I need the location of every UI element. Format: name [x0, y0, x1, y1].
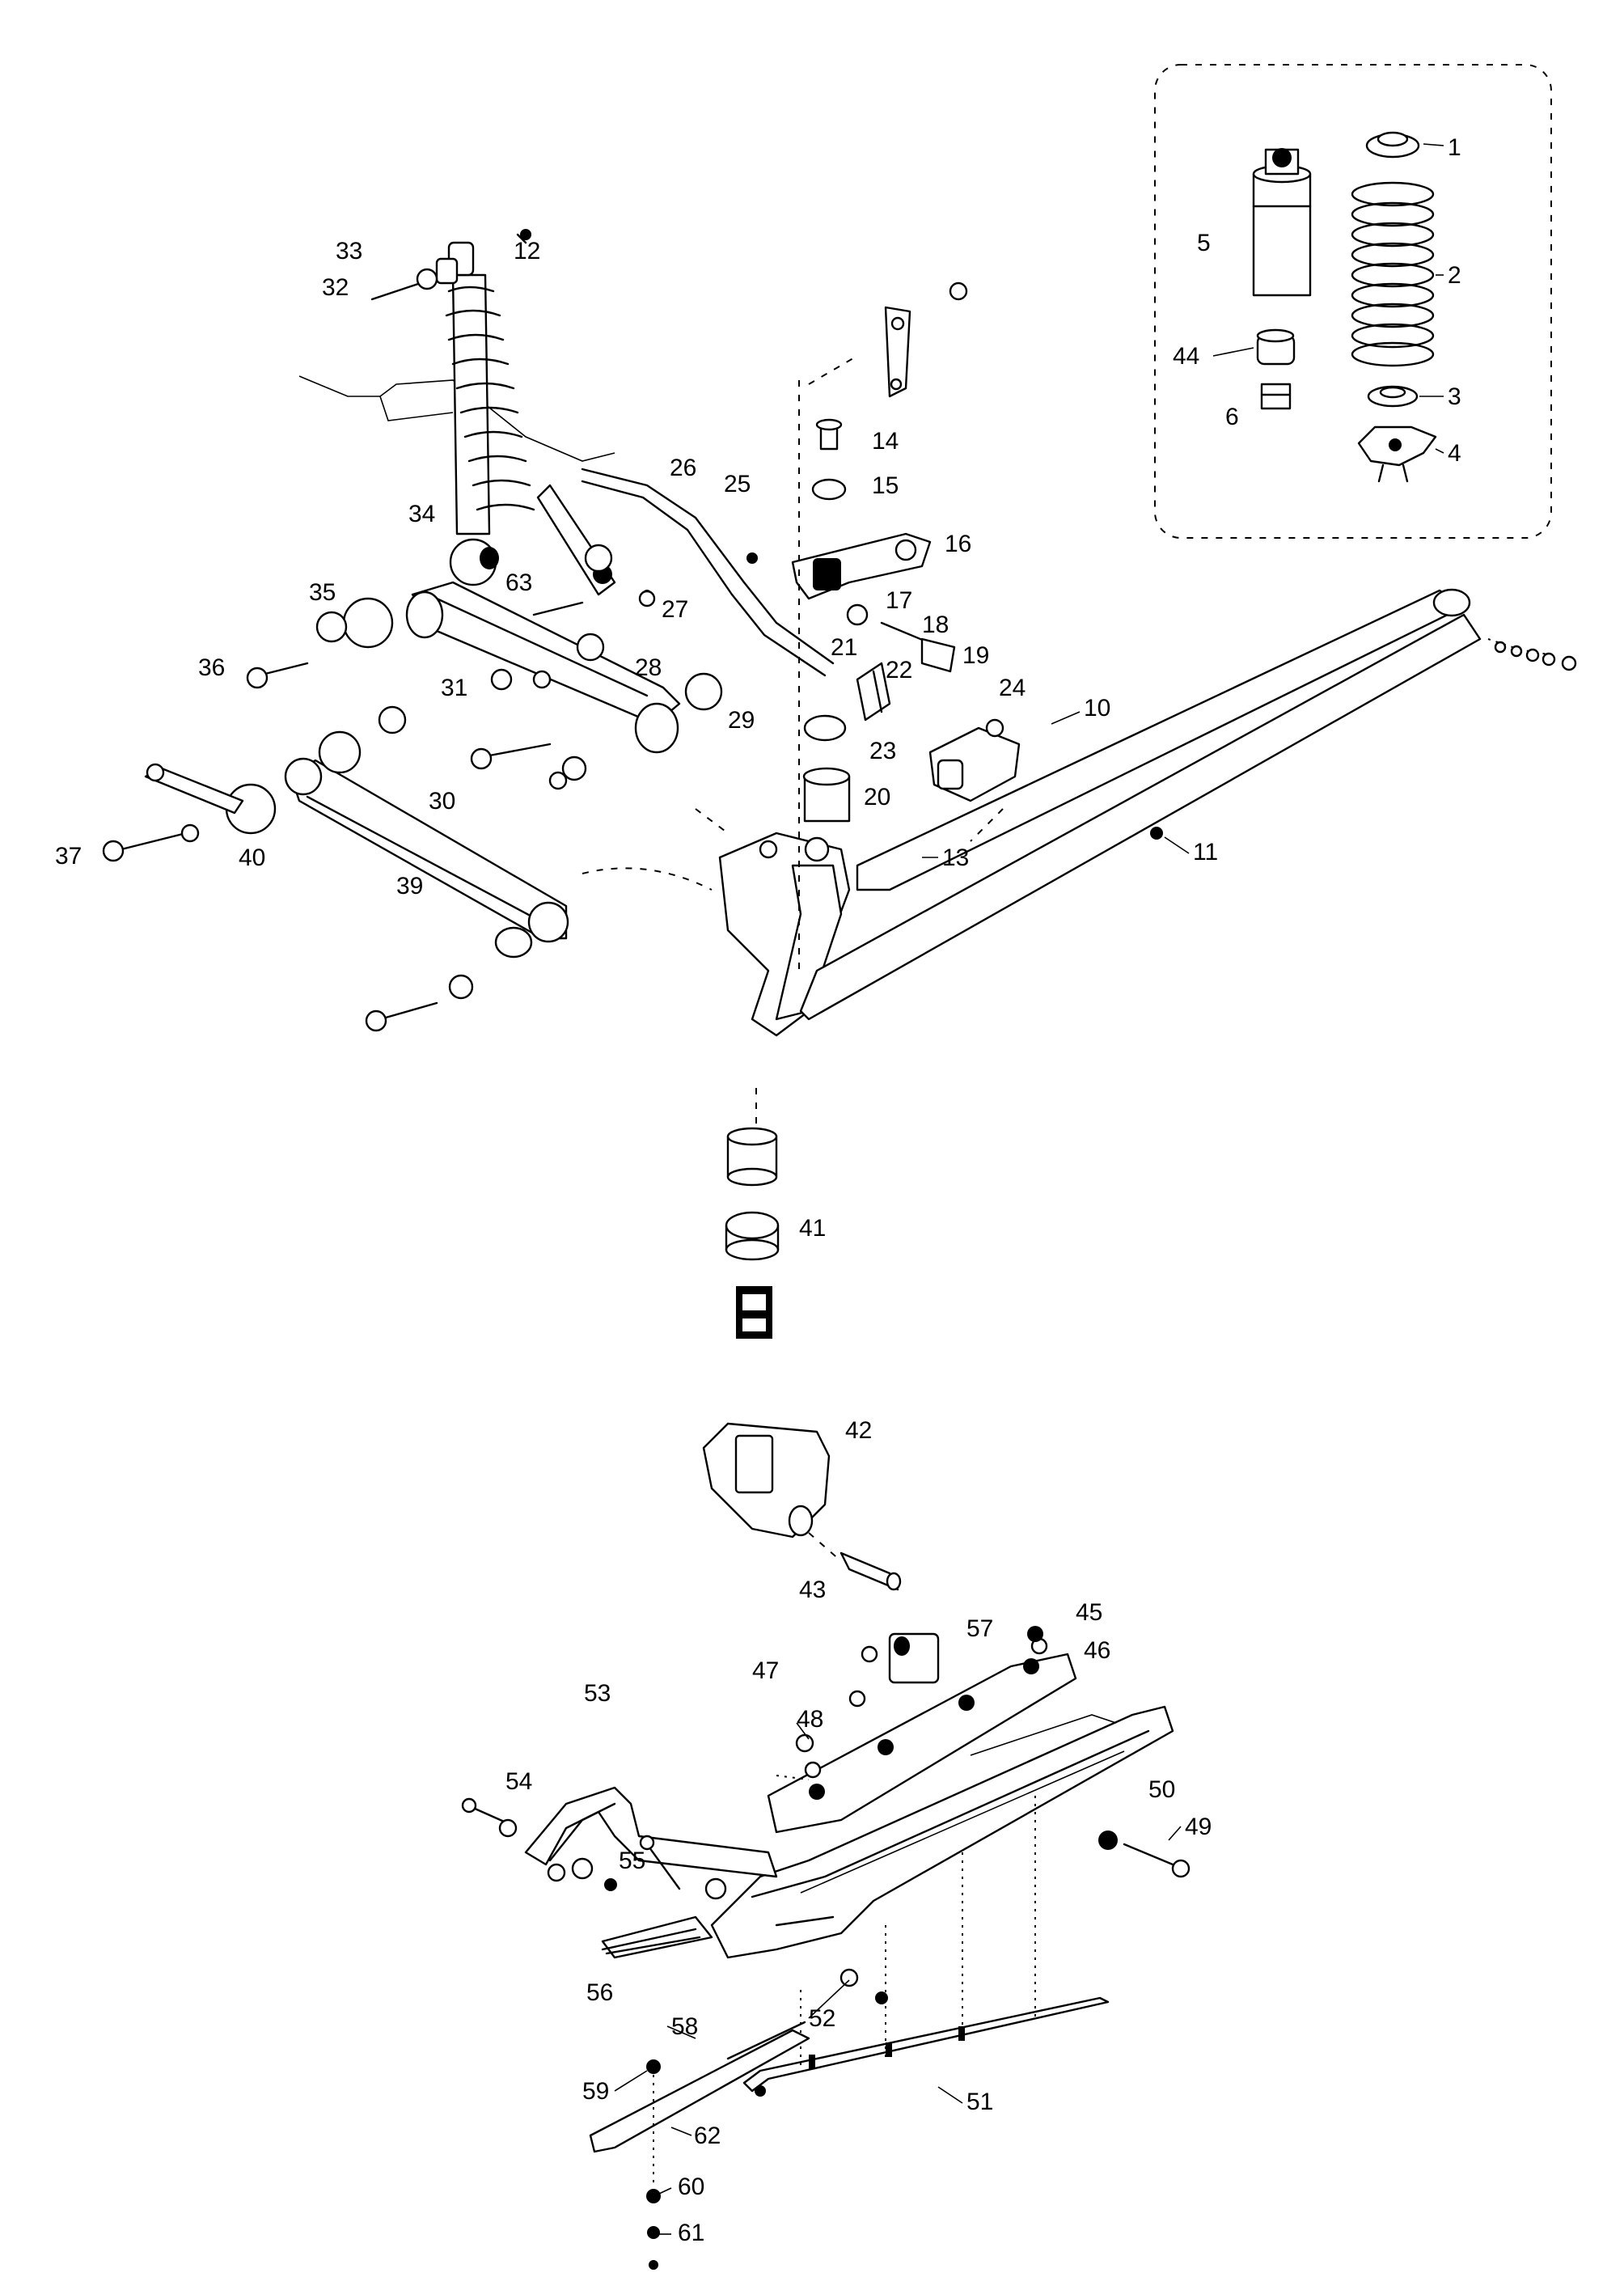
spring-retainer-bottom [1357, 425, 1437, 483]
spindle-bushing-upper [802, 767, 851, 823]
callout-24: 24 [999, 675, 1026, 701]
coil-spring [1351, 181, 1435, 367]
callout-60: 60 [678, 2173, 704, 2200]
callout-36: 36 [198, 654, 225, 681]
callout-44: 44 [1173, 343, 1199, 370]
ski-assembly [461, 1422, 1191, 2270]
callout-22: 22 [886, 657, 912, 684]
callout-21: 21 [831, 634, 857, 661]
callout-26: 26 [670, 455, 696, 481]
upper-suspension-assembly [102, 229, 1577, 1037]
callout-57: 57 [966, 1615, 993, 1642]
radius-rod [799, 588, 1482, 1021]
leader-lines [614, 143, 1444, 2235]
shock-sleeve [1260, 383, 1292, 410]
callout-4: 4 [1448, 440, 1461, 467]
callout-35: 35 [309, 579, 336, 606]
callout-50: 50 [1148, 1776, 1175, 1803]
callout-10: 10 [1084, 695, 1110, 722]
lower-a-arm [284, 757, 569, 943]
ski-body [710, 1705, 1174, 1959]
callout-45: 45 [1076, 1599, 1102, 1626]
upper-a-arm [405, 581, 681, 754]
callout-13: 13 [942, 844, 969, 871]
spindle-washer [725, 1211, 780, 1261]
callout-28: 28 [635, 654, 662, 681]
callout-30: 30 [429, 788, 455, 815]
callout-41: 41 [799, 1215, 826, 1242]
callout-47: 47 [752, 1657, 779, 1684]
callout-42: 42 [845, 1417, 872, 1444]
callout-1: 1 [1448, 134, 1461, 161]
callout-20: 20 [864, 784, 890, 811]
callout-54: 54 [505, 1768, 532, 1795]
callout-5: 5 [1197, 230, 1211, 256]
callout-11: 11 [1193, 839, 1218, 866]
callout-37: 37 [55, 843, 82, 870]
callout-6: 6 [1225, 404, 1239, 430]
callout-40: 40 [239, 844, 265, 871]
spindle-bushing-lower [726, 1127, 778, 1187]
callout-52: 52 [809, 2005, 835, 2032]
ski-handle [524, 1786, 778, 1878]
callout-49: 49 [1185, 1814, 1212, 1840]
callout-33: 33 [336, 238, 362, 265]
callout-56: 56 [586, 1979, 613, 2006]
shock-absorber-inset [1154, 64, 1552, 539]
callout-27: 27 [662, 596, 688, 623]
callout-17: 17 [886, 587, 912, 614]
ski-spindle-mount [702, 1422, 831, 1539]
callout-23: 23 [869, 738, 896, 764]
callout-14: 14 [872, 428, 899, 455]
callout-labels: 1 2 3 4 5 6 10 11 12 13 14 15 16 17 18 1… [55, 134, 1461, 2246]
spring-seat [1367, 385, 1419, 408]
callout-31: 31 [441, 675, 467, 701]
callout-25: 25 [724, 471, 751, 497]
callout-39: 39 [396, 873, 423, 899]
callout-43: 43 [799, 1577, 826, 1603]
callout-34: 34 [408, 501, 435, 527]
callout-29: 29 [728, 707, 755, 734]
callout-2: 2 [1448, 262, 1461, 289]
callout-16: 16 [945, 531, 971, 557]
spindle-lower-stack [725, 1088, 780, 1339]
ski-saddle [888, 1632, 940, 1684]
callout-61: 61 [678, 2220, 704, 2246]
spindle-lower-block [736, 1286, 772, 1339]
shock-body [1252, 148, 1312, 297]
callout-58: 58 [671, 2013, 698, 2040]
callout-3: 3 [1448, 383, 1461, 410]
callout-51: 51 [966, 2089, 993, 2115]
callout-32: 32 [322, 274, 349, 301]
spring-retainer-top [1365, 131, 1420, 159]
callout-62: 62 [694, 2123, 721, 2149]
shock-bushing [1256, 328, 1296, 366]
callout-15: 15 [872, 472, 899, 499]
callout-12: 12 [514, 238, 540, 265]
callout-59: 59 [582, 2078, 609, 2105]
callout-63: 63 [505, 569, 532, 596]
callout-19: 19 [962, 642, 989, 669]
callout-46: 46 [1084, 1637, 1110, 1664]
callout-55: 55 [619, 1847, 645, 1874]
callout-18: 18 [922, 612, 949, 638]
callout-53: 53 [584, 1680, 611, 1707]
